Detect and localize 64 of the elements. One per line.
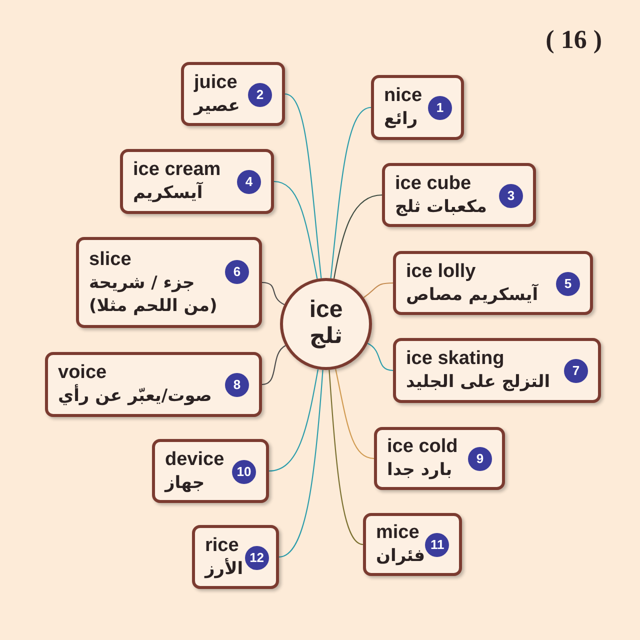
connector-line xyxy=(328,370,364,546)
word-card xyxy=(363,513,462,576)
english-word: ice lolly xyxy=(406,260,476,284)
arabic-translation: عصير xyxy=(194,94,240,118)
connector-line xyxy=(278,370,324,558)
english-word: rice xyxy=(205,534,239,558)
english-word: juice xyxy=(194,72,238,95)
arabic-translation: صوت/يعبّر عن رأي xyxy=(58,385,212,408)
callout-number: 8 xyxy=(225,373,249,398)
english-word: ice xyxy=(309,296,343,323)
callout-number: 10 xyxy=(232,460,256,484)
word-card xyxy=(393,338,601,403)
arabic-translation: التزلج على الجليد xyxy=(406,371,550,394)
english-word: device xyxy=(165,448,224,472)
arabic-translation: آيسكريم xyxy=(133,182,203,205)
word-card xyxy=(76,237,262,328)
english-word: ice cold xyxy=(387,436,458,460)
word-card xyxy=(374,427,505,490)
connector-line xyxy=(274,180,318,279)
word-card xyxy=(45,352,262,417)
word-card xyxy=(152,439,269,503)
arabic-translation: جهاز xyxy=(165,472,205,494)
connector-line xyxy=(262,282,285,306)
callout-number: 3 xyxy=(499,184,523,208)
english-word: slice xyxy=(89,248,132,272)
english-word: voice xyxy=(58,362,107,384)
callout-number: 9 xyxy=(468,447,492,472)
arabic-translation: رائع xyxy=(384,108,418,131)
callout-number: 12 xyxy=(244,546,269,570)
word-card xyxy=(181,62,285,126)
english-word: ice cube xyxy=(395,172,472,196)
english-word: mice xyxy=(376,522,420,546)
callout-number: 11 xyxy=(425,533,450,558)
english-word: ice skating xyxy=(406,348,504,372)
arabic-translation: جزء / شريحة xyxy=(89,272,195,294)
word-card xyxy=(382,163,536,227)
connector-line xyxy=(333,194,382,279)
arabic-translation: آيسكريم مصاص xyxy=(406,284,538,306)
callout-number: 5 xyxy=(556,272,580,296)
callout-number: 4 xyxy=(237,170,261,194)
english-word: ice cream xyxy=(133,159,221,182)
word-card xyxy=(192,525,279,589)
arabic-translation: بارد جدا xyxy=(387,459,452,482)
connector-line xyxy=(268,369,319,472)
word-card xyxy=(393,251,593,315)
connector-line xyxy=(262,345,286,386)
callout-number: 2 xyxy=(248,82,272,107)
callout-number: 1 xyxy=(428,96,452,120)
word-card xyxy=(120,149,274,214)
arabic-translation: (من اللحم مثلا) xyxy=(89,294,218,318)
connector-line xyxy=(335,368,374,460)
arabic-translation: ثلج xyxy=(309,322,343,351)
english-word: nice xyxy=(384,85,422,108)
arabic-translation: الأرز xyxy=(205,558,244,580)
connector-line xyxy=(363,282,394,298)
callout-number: 6 xyxy=(225,260,249,284)
arabic-translation: فئران xyxy=(376,545,425,568)
callout-number: 7 xyxy=(564,359,588,384)
connector-line xyxy=(284,93,322,278)
connector-line xyxy=(330,106,372,278)
connector-line xyxy=(367,342,394,372)
page-number: ( 16 ) xyxy=(546,24,602,56)
arabic-translation: مكعبات ثلج xyxy=(395,196,487,218)
word-card xyxy=(371,75,464,140)
